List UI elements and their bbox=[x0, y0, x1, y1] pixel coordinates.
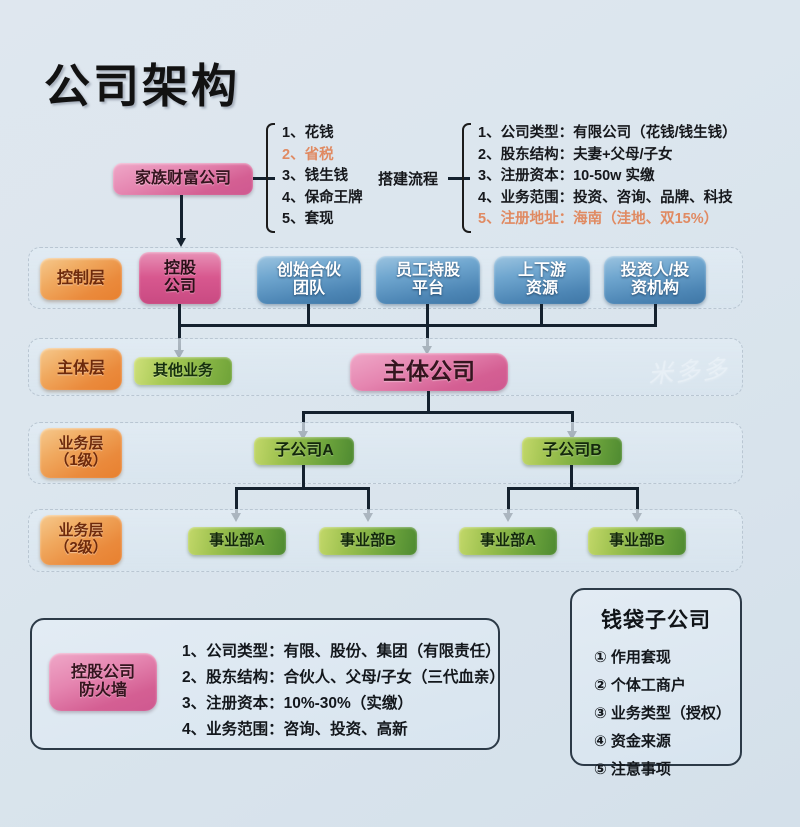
firewall-item: 3、注册资本：10%-30%（实缴） bbox=[182, 695, 413, 712]
connector-holding-stub bbox=[178, 304, 181, 326]
firewall-item: 1、公司类型：有限、股份、集团（有限责任） bbox=[182, 643, 501, 660]
connector-main-company-down bbox=[427, 391, 430, 413]
firewall-item: 4、业务范围：咨询、投资、高新 bbox=[182, 721, 408, 738]
node-employee-equity-platform[interactable]: 员工持股 平台 bbox=[376, 256, 480, 304]
purpose-item: 3、钱生钱 bbox=[282, 168, 349, 184]
wallet-item: ④ 资金来源 bbox=[594, 733, 671, 750]
firewall-badge: 控股公司 防火墙 bbox=[49, 653, 157, 711]
node-upstream-downstream-resources[interactable]: 上下游 资源 bbox=[494, 256, 590, 304]
purpose-item: 4、保命王牌 bbox=[282, 189, 363, 206]
layer-badge-business-2: 业务层 （2级） bbox=[40, 515, 122, 565]
wallet-item: ① 作用套现 bbox=[594, 649, 671, 666]
node-investors-institutions[interactable]: 投资人/投 资机构 bbox=[604, 256, 706, 304]
wallet-item: ⑤ 注意事项 bbox=[594, 761, 671, 778]
purpose-item: 1、花钱 bbox=[282, 125, 334, 141]
connector-division-fork-bus-a bbox=[235, 487, 370, 490]
process-item: 5、注册地址：海南（洼地、双15%） bbox=[478, 211, 719, 227]
purpose-item: 2、省税 bbox=[282, 146, 334, 163]
connector-division-fork-bus-b bbox=[507, 487, 639, 490]
process-list-group: 1、公司类型：有限公司（花钱/钱生钱） 2、股东结构：夫妻+父母/子女 3、注册… bbox=[462, 123, 787, 233]
connector-investors-stub bbox=[654, 304, 657, 326]
connector-fork-to-division-a1 bbox=[235, 487, 238, 515]
bracket-left-process bbox=[462, 123, 471, 233]
layer-badge-business-1: 业务层 （1级） bbox=[40, 428, 122, 478]
connector-subsidiary-fork-bus bbox=[302, 411, 574, 414]
process-item: 2、股东结构：夫妻+父母/子女 bbox=[478, 146, 673, 163]
wallet-item: ② 个体工商户 bbox=[594, 677, 686, 694]
wallet-panel-title: 钱袋子公司 bbox=[601, 609, 711, 632]
connector-root-to-holding bbox=[180, 195, 183, 240]
page-title: 公司架构 bbox=[44, 60, 240, 112]
layer-badge-main: 主体层 bbox=[40, 348, 122, 390]
node-subsidiary-a[interactable]: 子公司A bbox=[254, 437, 354, 465]
process-item: 4、业务范围：投资、咨询、品牌、科技 bbox=[478, 189, 733, 206]
connector-resources-stub bbox=[540, 304, 543, 326]
connector-subsidiary-a-down bbox=[302, 465, 305, 489]
wallet-panel: 钱袋子公司 ① 作用套现 ② 个体工商户 ③ 业务类型（授权） ④ 资金来源 ⑤… bbox=[570, 588, 742, 778]
layer-badge-control: 控制层 bbox=[40, 258, 122, 300]
connector-bus-to-main-company bbox=[426, 324, 429, 348]
node-founding-partner-team[interactable]: 创始合伙 团队 bbox=[257, 256, 361, 304]
connector-founding-stub bbox=[307, 304, 310, 326]
node-family-wealth-company[interactable]: 家族财富公司 bbox=[113, 163, 253, 195]
connector-process-label-to-list bbox=[448, 177, 470, 180]
connector-subsidiary-b-down bbox=[570, 465, 573, 489]
firewall-list: 1、公司类型：有限、股份、集团（有限责任） 2、股东结构：合伙人、父母/子女（三… bbox=[182, 639, 505, 743]
firewall-panel: 控股公司 防火墙 1、公司类型：有限、股份、集团（有限责任） 2、股东结构：合伙… bbox=[30, 618, 505, 750]
wallet-item: ③ 业务类型（授权） bbox=[594, 705, 731, 722]
arrow-root-to-holding bbox=[176, 238, 186, 247]
node-main-company[interactable]: 主体公司 bbox=[350, 353, 508, 391]
firewall-item: 2、股东结构：合伙人、父母/子女（三代血亲） bbox=[182, 669, 505, 686]
node-division-a1[interactable]: 事业部A bbox=[188, 527, 286, 555]
purpose-list: 1、花钱 2、省税 3、钱生钱 4、保命王牌 5、套现 bbox=[282, 123, 371, 231]
node-division-a2[interactable]: 事业部B bbox=[319, 527, 417, 555]
connector-fork-to-division-b2 bbox=[636, 487, 639, 515]
connector-fork-to-division-a2 bbox=[367, 487, 370, 515]
connector-root-to-purpose-list bbox=[253, 177, 275, 180]
process-item: 1、公司类型：有限公司（花钱/钱生钱） bbox=[478, 125, 737, 141]
purpose-list-group: 1、花钱 2、省税 3、钱生钱 4、保命王牌 5、套现 bbox=[266, 123, 371, 233]
bracket-left-purpose bbox=[266, 123, 275, 233]
connector-fork-to-division-b1 bbox=[507, 487, 510, 515]
node-other-business[interactable]: 其他业务 bbox=[134, 357, 232, 385]
node-subsidiary-b[interactable]: 子公司B bbox=[522, 437, 622, 465]
connector-employee-stub bbox=[426, 304, 429, 326]
connector-control-layer-bus bbox=[178, 324, 657, 327]
node-division-b2[interactable]: 事业部B bbox=[588, 527, 686, 555]
wallet-list: ① 作用套现 ② 个体工商户 ③ 业务类型（授权） ④ 资金来源 ⑤ 注意事项 bbox=[594, 644, 740, 784]
process-list: 1、公司类型：有限公司（花钱/钱生钱） 2、股东结构：夫妻+父母/子女 3、注册… bbox=[478, 123, 787, 231]
band-business-layer-1 bbox=[28, 422, 743, 484]
process-label: 搭建流程 bbox=[378, 171, 439, 188]
node-division-b1[interactable]: 事业部A bbox=[459, 527, 557, 555]
process-item: 3、注册资本：10-50w 实缴 bbox=[478, 168, 655, 184]
node-holding-company[interactable]: 控股 公司 bbox=[139, 252, 221, 304]
purpose-item: 5、套现 bbox=[282, 211, 334, 227]
